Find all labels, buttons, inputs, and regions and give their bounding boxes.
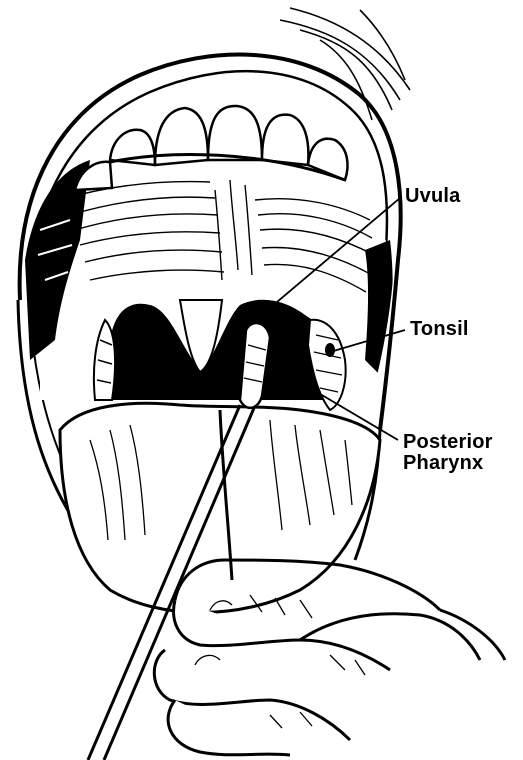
posterior-pharynx-label: Posterior Pharynx <box>403 432 493 474</box>
tongue <box>60 403 380 612</box>
posterior-pharynx-label-line1: Posterior <box>403 432 493 453</box>
tonsil-label: Tonsil <box>410 319 469 340</box>
uvula-label: Uvula <box>405 186 460 207</box>
posterior-pharynx-label-line2: Pharynx <box>403 453 493 474</box>
